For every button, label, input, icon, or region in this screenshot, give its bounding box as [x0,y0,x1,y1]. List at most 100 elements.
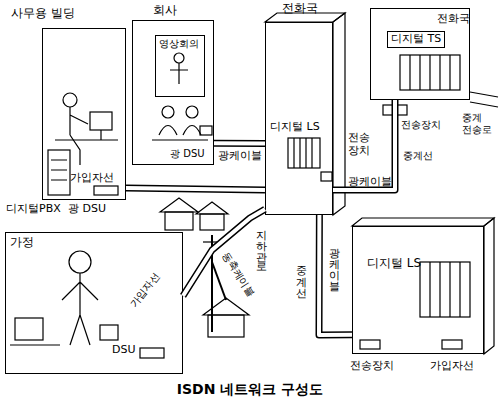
desk [10,344,60,345]
coax-cable [212,262,226,300]
dsu-device [200,126,212,135]
video-screen: 영상회의 [155,35,205,97]
dsu-device [140,348,164,358]
rack-lines [430,262,460,317]
switch-rack [400,55,460,90]
cable-label: 광케이블 [348,176,392,189]
cable-label: 가입자선 [128,270,162,309]
cable-outline [333,100,395,190]
node-label: 회사 [153,4,177,18]
subscriber-unit [442,340,462,349]
part-label: 전송 장치 [348,132,374,157]
home: 가정 [5,232,183,374]
transmission-unit [321,172,332,181]
node-label: 전화국 [437,13,470,26]
part-label: 광 DSU [170,148,205,160]
part-label: 광케이블 [327,240,340,284]
toll-exchange: 전화국디지털 TS [370,8,470,100]
cable-core [183,209,265,296]
office-building: 사무용 빌딩 [42,28,126,200]
node-label: 디지털 LS [270,121,320,134]
person-head [63,93,77,107]
utility-pole [211,235,213,332]
diagram-title: ISDN 네트워크 구성도 [0,381,500,397]
part-label: 동축케이블 [220,250,256,298]
part-label: DSU [112,344,136,357]
person-body [62,273,98,345]
pbx-shelves [51,160,67,180]
person-head [69,251,91,273]
cable-label: 가입자선 [70,172,114,185]
computer [15,318,43,340]
relay-cable [470,92,498,107]
part-label: 지하관로 [254,222,267,266]
node-label: 영상회의 [159,38,199,50]
part-label: 가입자선 [430,360,474,373]
node-label: 가정 [10,236,34,250]
house [208,315,244,337]
house [200,214,224,230]
monitor-stand [100,130,101,140]
cable-core [214,141,265,145]
transmission-unit [360,340,380,349]
presenter-head [174,53,184,63]
attendee-body [159,126,177,136]
pbx-cabinet [48,150,70,195]
cable-label: 중계선 [294,258,307,291]
part-label: 중계선 [403,150,433,162]
node-label: 디지털 LS [367,257,421,271]
desk [55,139,118,140]
telephone [100,325,118,340]
cable-core [333,100,395,190]
cable-core [319,215,352,335]
part-label: 중계 전송로 [462,112,494,135]
part-label: 전송장치 [350,360,394,373]
artwork [10,13,498,358]
building-side [484,218,494,354]
cable-outline [183,209,265,296]
cable-outline [214,140,265,147]
house-roof [196,202,228,214]
local-exchange: 디지털 LS [352,226,484,354]
cable-connector [126,188,265,190]
node-label: 사무용 빌딩 [11,7,75,21]
dsu-device [94,186,118,195]
cable-core [126,188,265,190]
cable-outline [319,215,352,335]
cable-outline [126,188,265,190]
monitor [90,112,112,130]
rack-lines [410,55,450,90]
switch-rack [420,262,470,317]
cable-label: 광케이블 [218,150,262,163]
part-label: 디지털PBX [6,203,61,216]
transmission-unit [383,105,407,115]
part-label: 광 DSU [68,203,106,216]
cable-connector [319,215,352,335]
attendee-body [183,126,201,136]
cable-connector [333,100,395,190]
rack-lines [294,138,312,168]
node-label: 디지털 TS [387,31,445,48]
building-side [333,13,345,215]
presenter-body [170,63,188,84]
house-roof [160,198,198,212]
node-label: 전화국 [282,2,318,16]
house [165,212,193,230]
cable-connector [183,209,265,296]
attendee-head [186,106,198,118]
telephone-office: 전화국디지털 LS [265,22,333,215]
switch-rack [288,138,320,168]
building-top [352,218,494,226]
person-body [70,107,88,165]
part-label: 전송장치 [401,119,441,131]
attendee-head [162,106,174,118]
table [152,139,208,140]
pole-crossbar [203,241,221,242]
house-roof [203,298,249,315]
company-building: 영상회의회사 [132,20,214,165]
